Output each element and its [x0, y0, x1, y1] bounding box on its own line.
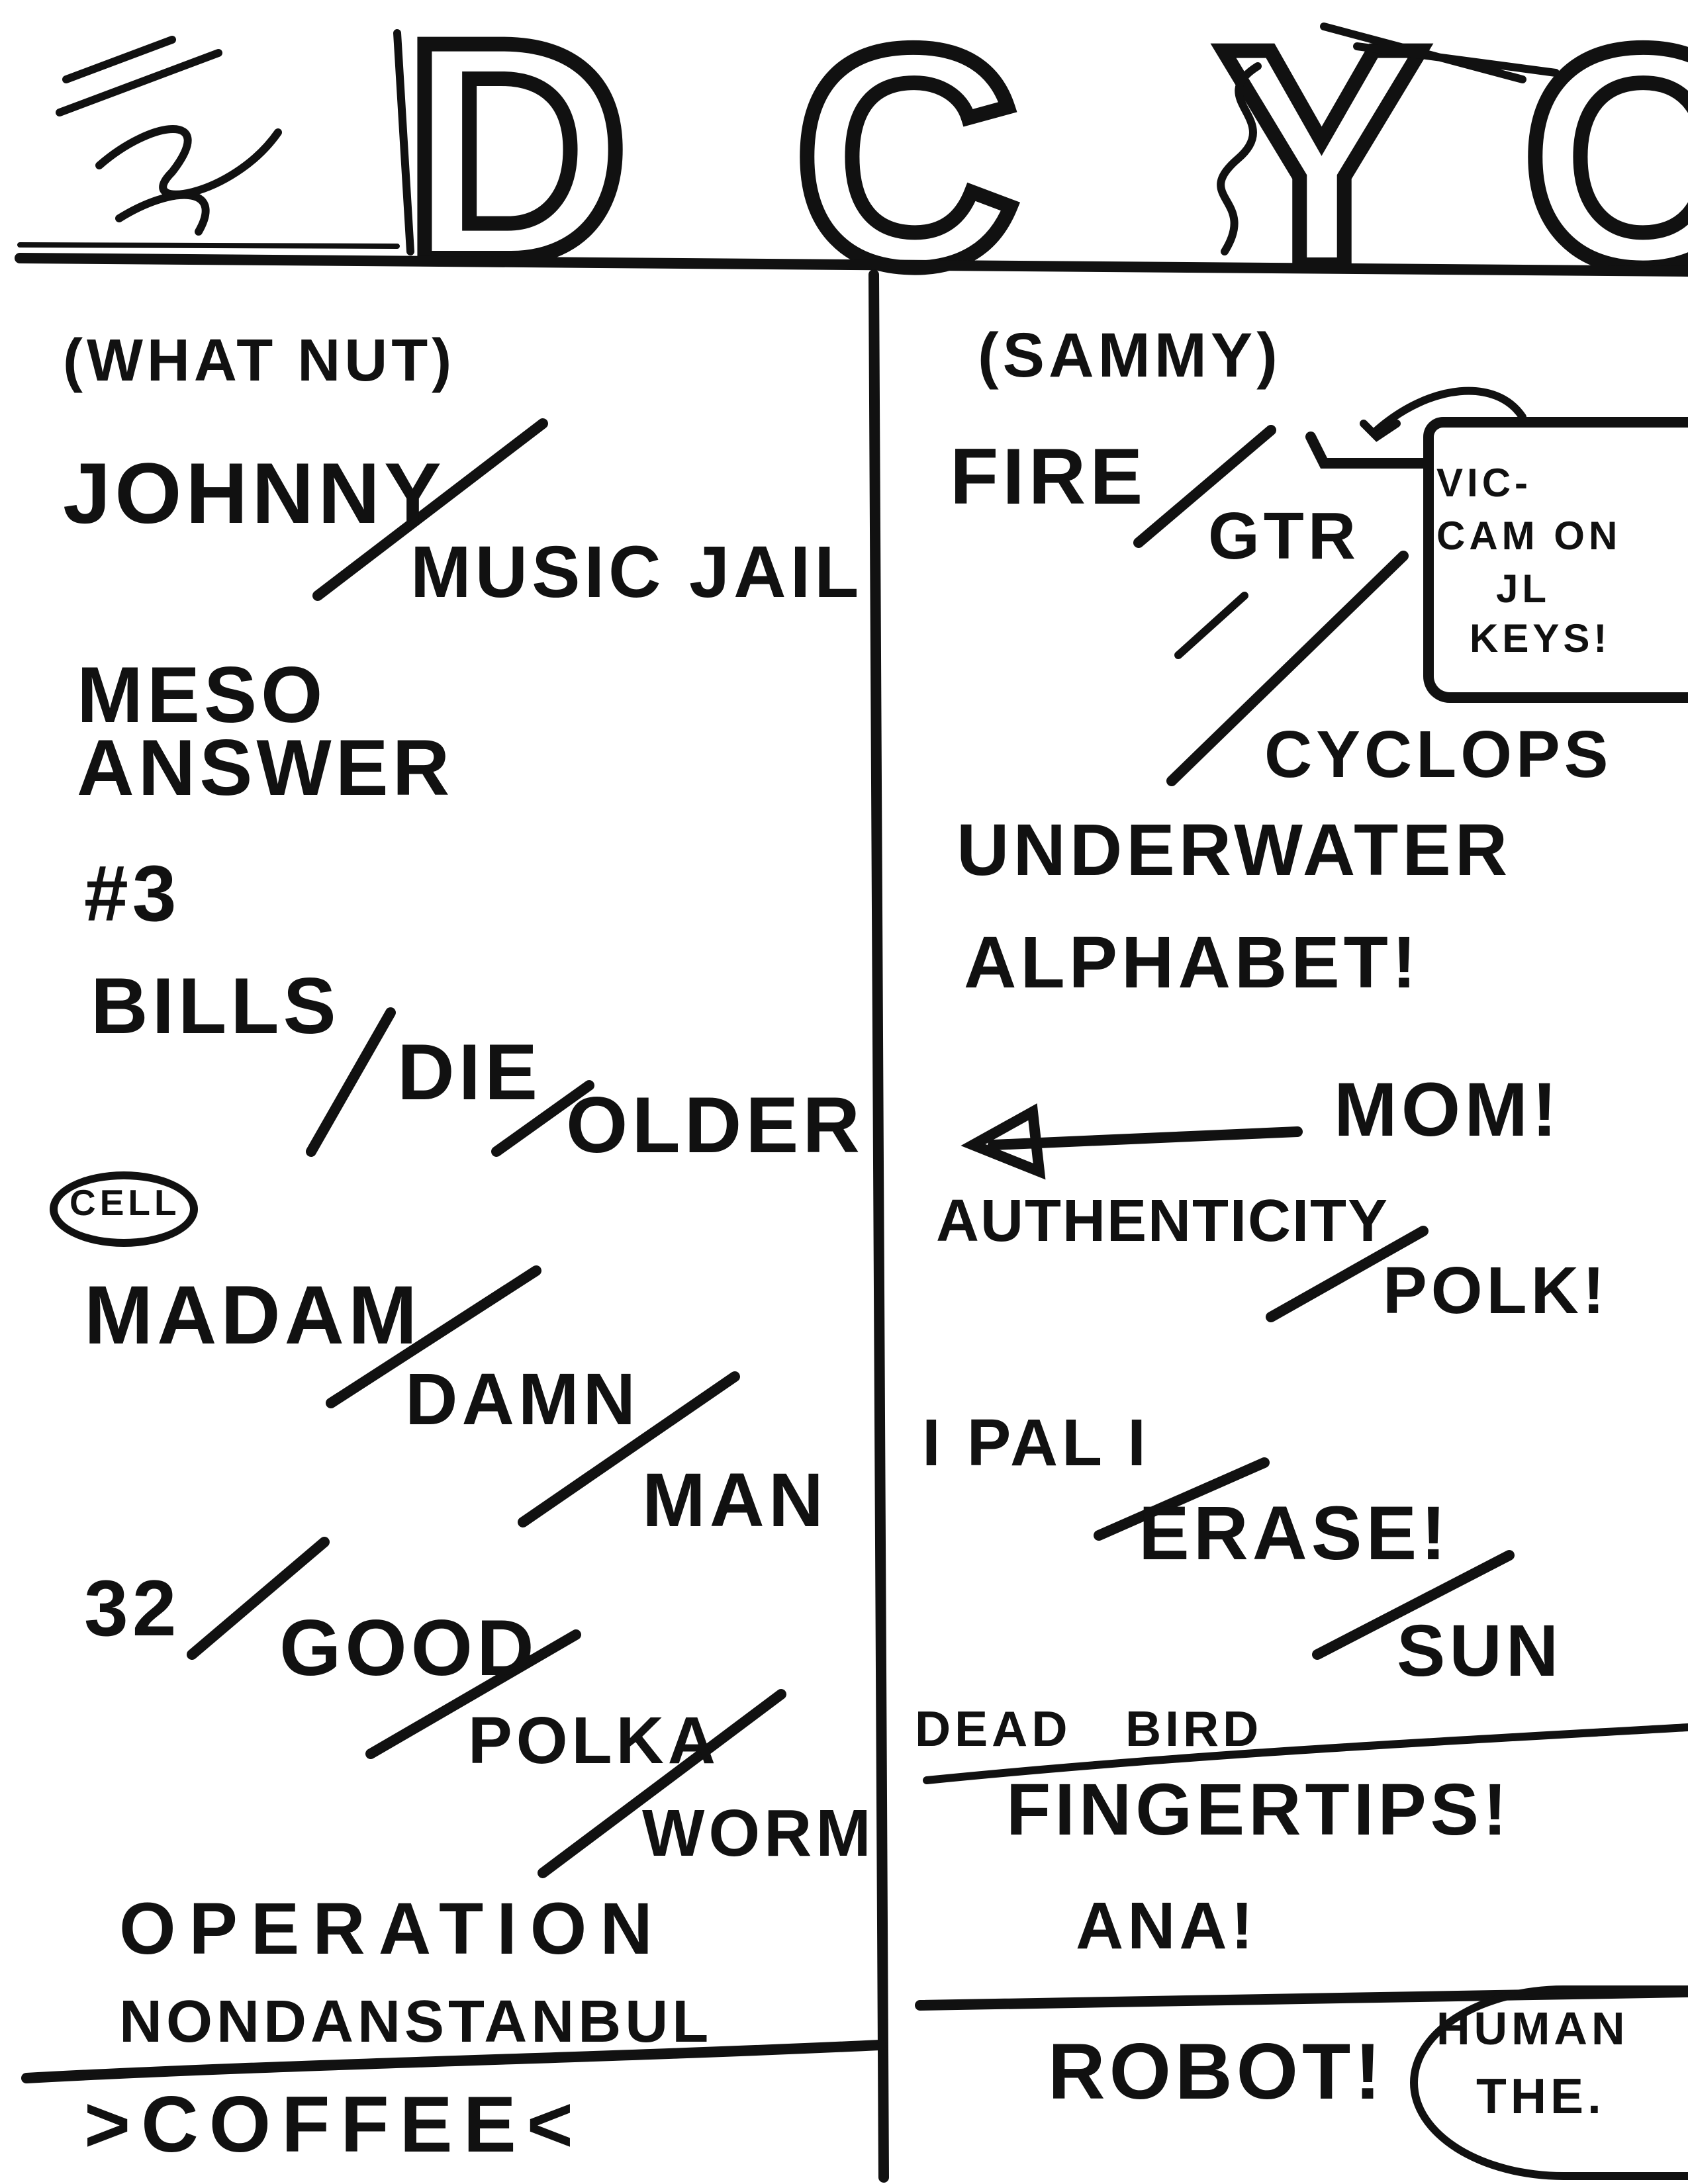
- song: POLKA: [468, 1704, 720, 1778]
- song: UNDERWATER: [957, 809, 1512, 891]
- song: ERASE!: [1139, 1491, 1450, 1576]
- marker-blob: [1305, 432, 1429, 469]
- header-letter-d: D: [404, 0, 628, 324]
- song: MAN: [642, 1458, 827, 1543]
- arrow-left: [961, 1103, 1303, 1180]
- header-rule: [15, 253, 1688, 277]
- note-sammy: (SAMMY): [978, 320, 1282, 390]
- song: NONDANSTANBUL: [119, 1989, 713, 2055]
- right-rule-mid: [923, 1723, 1688, 1784]
- note-box: [1423, 417, 1688, 703]
- song: OPERATION: [119, 1888, 666, 1970]
- song: ANSWER: [77, 723, 454, 812]
- header-letter-y: Y: [1218, 0, 1426, 331]
- song: ROBOT!: [1048, 2027, 1385, 2116]
- box-note-line: CAM ON: [1436, 514, 1622, 558]
- circled-note-line: HUMAN: [1436, 2003, 1629, 2054]
- song: GOOD: [279, 1604, 538, 1692]
- song: DEAD: [915, 1701, 1072, 1756]
- song: CYCLOPS: [1264, 717, 1613, 792]
- box-note-line: VIC-: [1436, 461, 1532, 505]
- song: DIE: [397, 1028, 542, 1116]
- note-what-nut: (WHAT NUT): [63, 328, 456, 394]
- squiggle-left: [56, 36, 282, 236]
- song: AUTHENTICITY: [936, 1188, 1389, 1254]
- header-letter-o: O: [1523, 0, 1688, 331]
- squiggle-right: [1217, 23, 1560, 255]
- song: ANA!: [1076, 1889, 1257, 1963]
- song: MESO: [77, 651, 327, 739]
- song: MADAM: [84, 1269, 422, 1361]
- left-footer-rule: [21, 2040, 886, 2083]
- header-letter-c: C: [794, 0, 1019, 331]
- song: MUSIC JAIL: [410, 531, 863, 613]
- song: #3: [84, 849, 181, 938]
- header-rule-2: [17, 242, 400, 249]
- song: FINGERTIPS!: [1006, 1769, 1511, 1850]
- song: MOM!: [1334, 1068, 1562, 1152]
- arrow-to-fire: [1360, 387, 1526, 442]
- song: BIRD: [1125, 1701, 1263, 1756]
- song: POLK!: [1383, 1253, 1609, 1328]
- song: SUN: [1397, 1610, 1563, 1692]
- song: BILLS: [91, 962, 340, 1050]
- circled-note-line: THE.: [1476, 2068, 1605, 2124]
- box-note-line: KEYS!: [1470, 616, 1611, 660]
- song: 32: [84, 1564, 181, 1653]
- column-divider: [868, 269, 889, 2183]
- song: JOHNNY: [63, 445, 445, 541]
- song: GTR: [1208, 499, 1360, 573]
- song: I PAL I: [922, 1406, 1150, 1480]
- song: FIRE: [950, 432, 1147, 521]
- song: OLDER: [566, 1081, 864, 1169]
- song: ALPHABET!: [964, 922, 1421, 1003]
- note-cell: CELL: [70, 1182, 181, 1223]
- header-bar: [393, 29, 414, 255]
- song: DAMN: [405, 1359, 639, 1440]
- box-note-line: JL: [1496, 567, 1551, 611]
- song: WORM: [642, 1796, 875, 1870]
- footer-coffee: >COFFEE<: [84, 2080, 584, 2169]
